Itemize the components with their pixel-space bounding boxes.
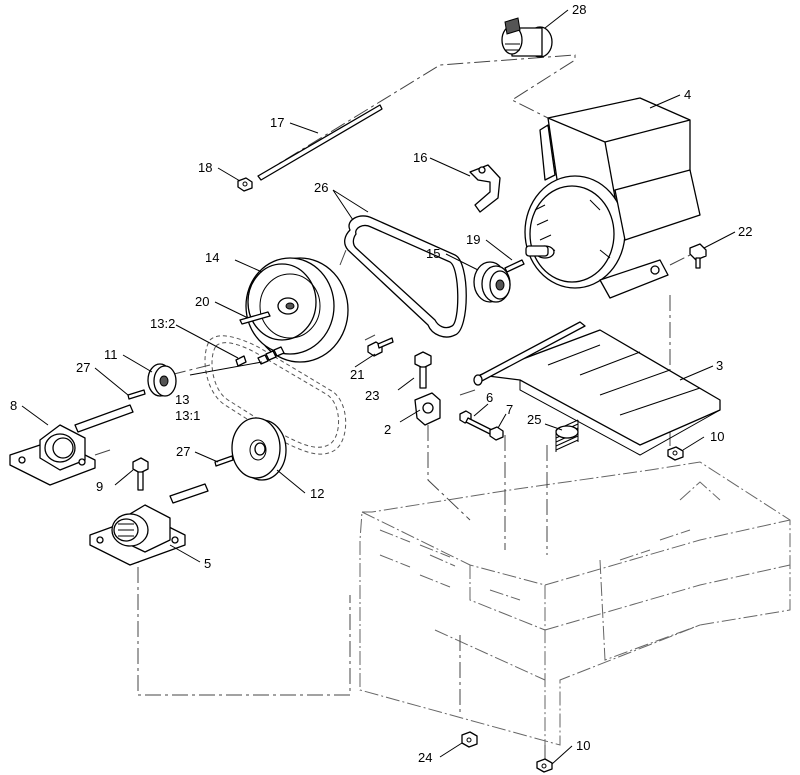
- callout-4: 4: [684, 87, 691, 102]
- callout-21: 21: [350, 367, 364, 382]
- callout-6: 6: [486, 390, 493, 405]
- callout-18: 18: [198, 160, 212, 175]
- callout-22: 22: [738, 224, 752, 239]
- part-18-nut: [237, 177, 253, 192]
- part-20-key: [239, 311, 271, 325]
- part-23-bolt: [414, 351, 432, 389]
- part-27-key-upper: [127, 389, 146, 400]
- callout-27b: 27: [176, 444, 190, 459]
- part-11-collar: [147, 363, 177, 397]
- frame-phantom: [359, 461, 791, 746]
- part-26-belt: [344, 215, 467, 338]
- callout-14: 14: [205, 250, 219, 265]
- callout-13-2: 13:2: [150, 316, 175, 331]
- part-16-bracket: [469, 164, 501, 213]
- callout-19: 19: [466, 232, 480, 247]
- callout-17: 17: [270, 115, 284, 130]
- part-4-motor: [524, 97, 701, 299]
- callout-8: 8: [10, 398, 17, 413]
- callout-20: 20: [195, 294, 209, 309]
- callout-23: 23: [365, 388, 379, 403]
- part-9-bolt: [132, 457, 149, 491]
- callout-9: 9: [96, 479, 103, 494]
- part-19-key: [504, 259, 525, 273]
- leader-lines: [21, 9, 736, 765]
- part-3-plate: [473, 321, 721, 456]
- part-27-key-lower: [214, 455, 234, 467]
- callout-2: 2: [384, 422, 391, 437]
- part-6-bolt: [459, 410, 493, 435]
- part-22-bolt: [689, 243, 707, 269]
- part-13-chain: [204, 335, 347, 455]
- callout-3: 3: [716, 358, 723, 373]
- callout-26: 26: [314, 180, 328, 195]
- callout-24: 24: [418, 750, 432, 765]
- part-5-bearing: [89, 483, 209, 566]
- part-10-nut-upper: [667, 446, 684, 461]
- callout-28: 28: [572, 2, 586, 17]
- part-28-capacitor: [501, 17, 553, 58]
- callout-5: 5: [204, 556, 211, 571]
- part-10-nut-lower: [536, 758, 553, 773]
- callout-15: 15: [426, 246, 440, 261]
- callout-labels: 28 4 17 16 18 26 19 22 15 14 20 13:2 21 …: [10, 2, 752, 765]
- callout-13: 13: [175, 392, 189, 407]
- callout-10a: 10: [710, 429, 724, 444]
- part-15-small-pulley: [473, 261, 511, 303]
- callout-16: 16: [413, 150, 427, 165]
- callout-10b: 10: [576, 738, 590, 753]
- callout-25: 25: [527, 412, 541, 427]
- callout-11: 11: [104, 347, 118, 362]
- part-7-nut: [489, 426, 504, 441]
- part-8-bearing: [9, 404, 134, 486]
- callout-12: 12: [310, 486, 324, 501]
- part-12-pulley: [231, 417, 287, 481]
- part-17-rod: [257, 104, 383, 181]
- part-21-bolt: [367, 337, 394, 357]
- part-2-bracket: [414, 392, 441, 426]
- part-24-nut: [461, 731, 478, 748]
- callout-7: 7: [506, 402, 513, 417]
- callout-27a: 27: [76, 360, 90, 375]
- part-14-large-pulley: [245, 257, 349, 363]
- callout-13-1: 13:1: [175, 408, 200, 423]
- part-25-spring: [555, 419, 579, 452]
